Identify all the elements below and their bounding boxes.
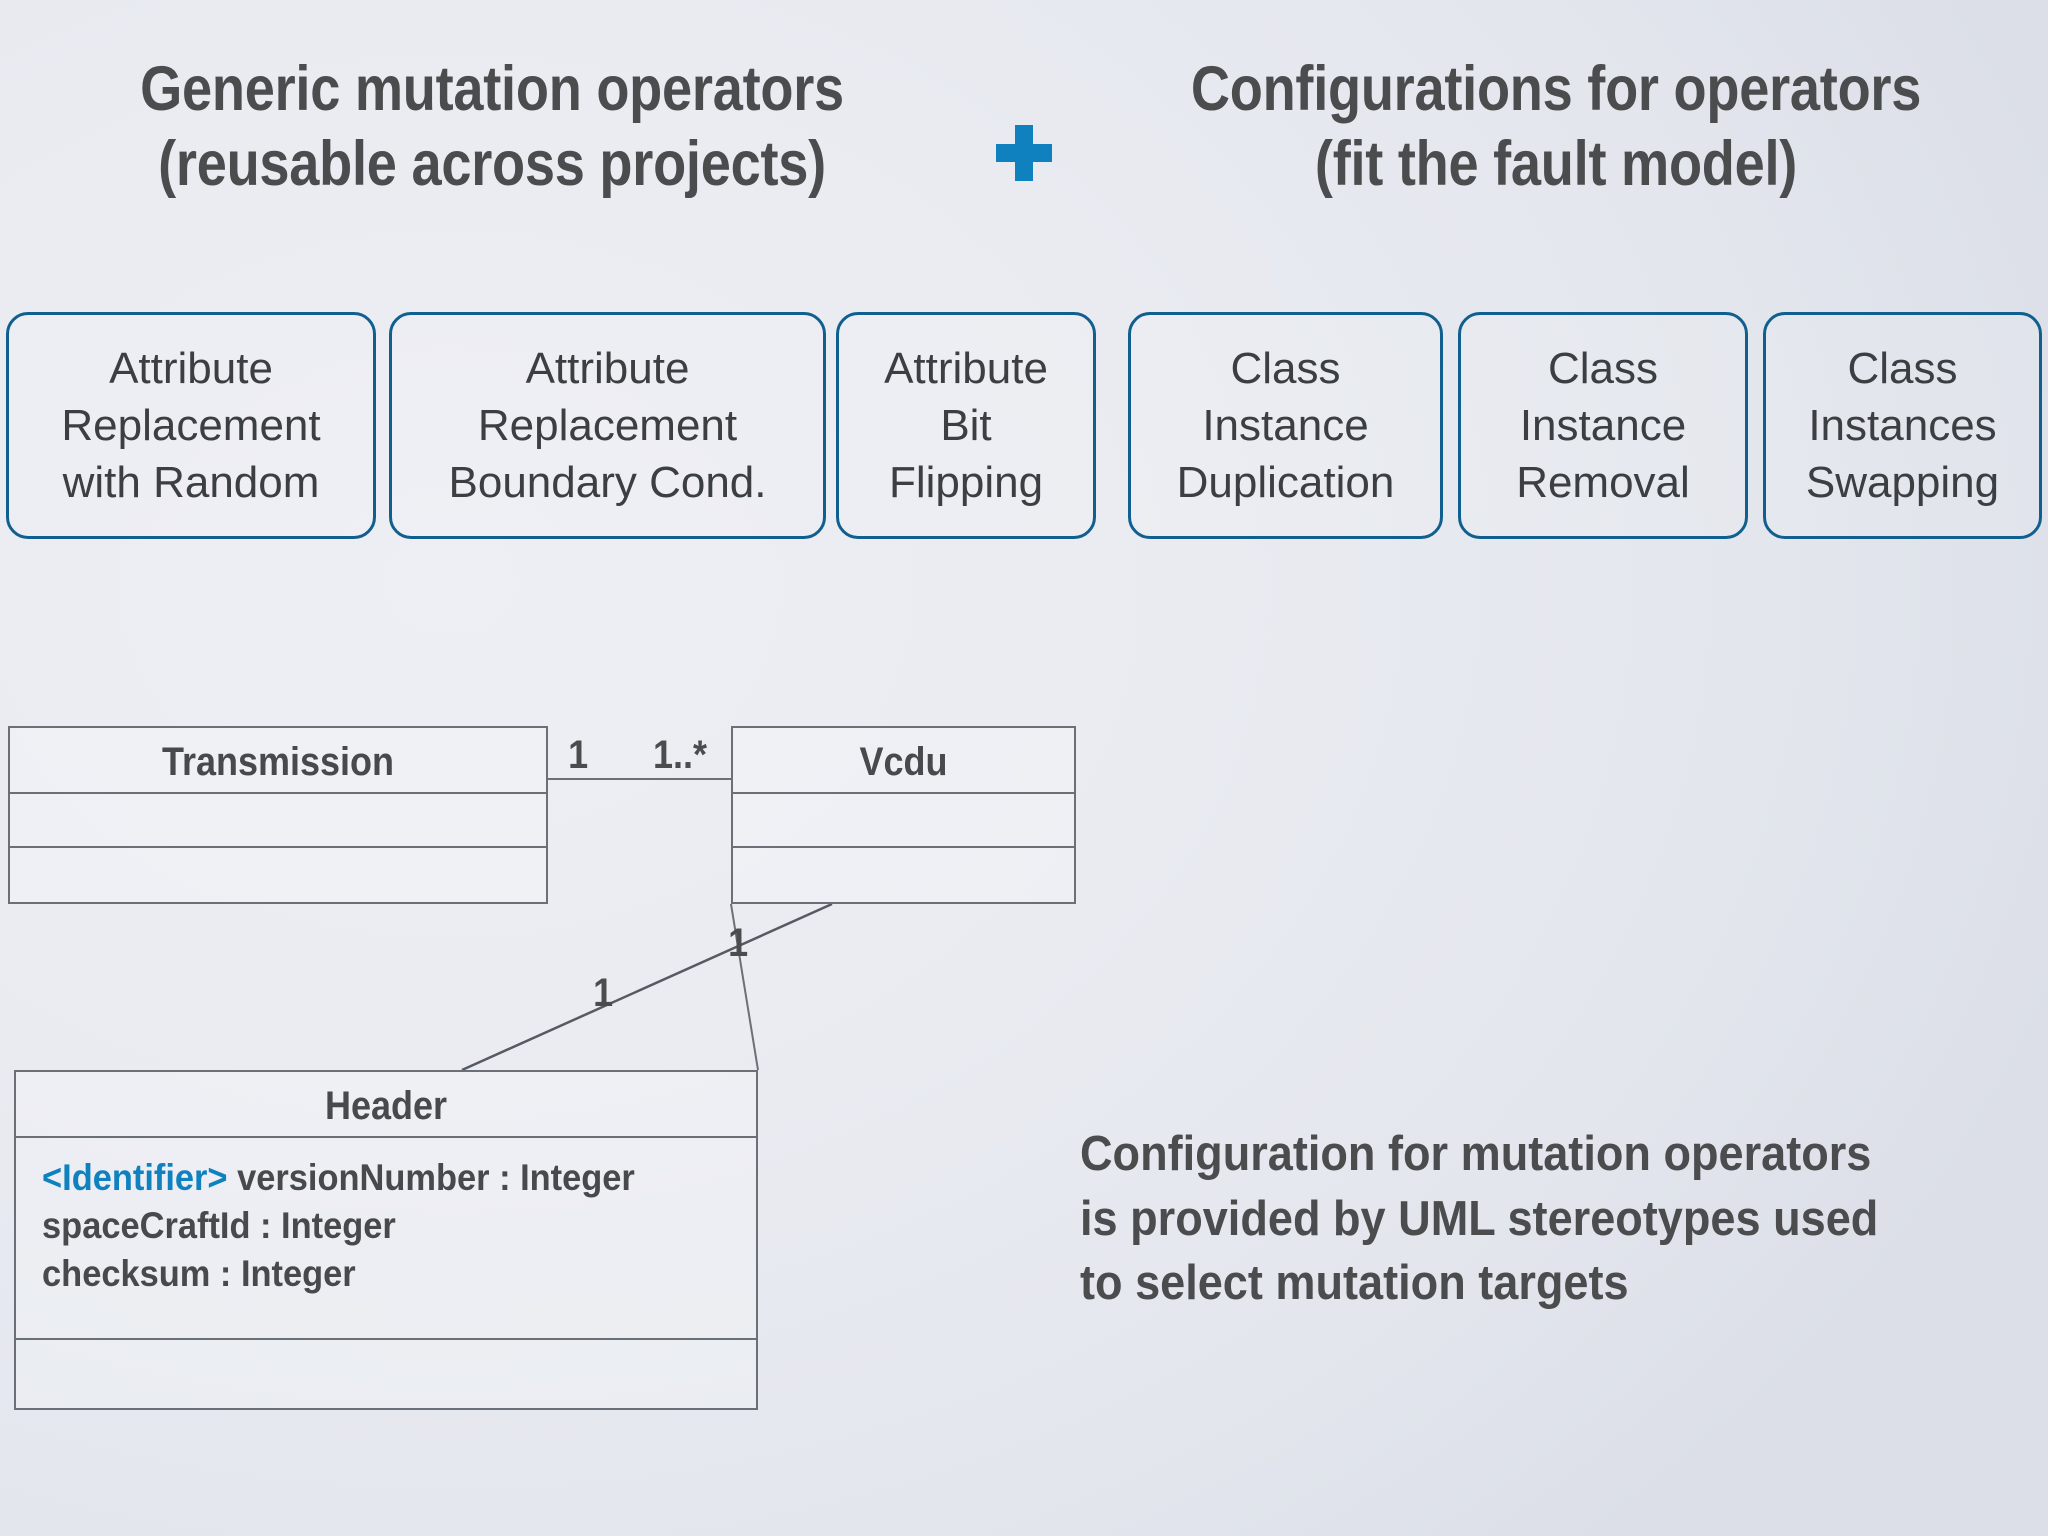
- uml-attribute-checksum: checksum : Integer: [42, 1253, 356, 1295]
- association-vcdu-header: [461, 902, 833, 1072]
- uml-attributes-compartment-header: <Identifier> versionNumber : Integer spa…: [16, 1138, 704, 1338]
- uml-class-transmission[interactable]: Transmission: [8, 726, 548, 904]
- uml-class-vcdu[interactable]: Vcdu: [731, 726, 1076, 904]
- operator-label-line2: Bit: [940, 400, 992, 450]
- operator-label-line1: Class: [1547, 343, 1659, 393]
- title-configurations: Configurations for operators (fit the fa…: [1135, 52, 1978, 201]
- operator-label-line2: Instance: [1519, 400, 1687, 450]
- uml-multiplicity-header-end: 1: [593, 971, 614, 1015]
- uml-class-header[interactable]: Header <Identifier> versionNumber : Inte…: [14, 1070, 758, 1410]
- operator-label-line3: Swapping: [1805, 458, 2000, 508]
- uml-operations-compartment-header: [16, 1340, 756, 1388]
- title-configurations-line2: (fit the fault model): [1314, 128, 1798, 199]
- plus-icon: [996, 124, 1052, 181]
- operator-box-class-instances-swapping[interactable]: Class Instances Swapping: [1763, 312, 2042, 539]
- operator-label-line1: Attribute: [884, 343, 1048, 393]
- operator-box-attribute-replacement-with-random[interactable]: Attribute Replacement with Random: [6, 312, 376, 539]
- caption-line2: is provided by UML stereotypes used: [1080, 1191, 1879, 1246]
- operator-label-line3: Removal: [1516, 458, 1690, 508]
- title-generic-operators: Generic mutation operators (reusable acr…: [71, 52, 914, 201]
- uml-compartment-divider: [16, 1338, 756, 1340]
- uml-stereotype-identifier: <Identifier>: [42, 1157, 228, 1198]
- operator-label-line2: Instances: [1808, 400, 1997, 450]
- uml-compartment-divider: [733, 846, 1074, 848]
- association-vcdu-header-stub: [730, 903, 759, 1071]
- uml-attributes-compartment-vcdu: [733, 794, 1074, 846]
- caption-configuration-note: Configuration for mutation operators is …: [1080, 1122, 1949, 1316]
- title-row: Generic mutation operators (reusable acr…: [0, 44, 2048, 209]
- uml-attribute-version-number: <Identifier> versionNumber : Integer: [42, 1154, 686, 1202]
- uml-attributes-compartment-transmission: [10, 794, 546, 846]
- uml-operations-compartment-transmission: [10, 848, 546, 902]
- title-generic-operators-line1: Generic mutation operators: [140, 54, 844, 125]
- operator-box-attribute-bit-flipping[interactable]: Attribute Bit Flipping: [836, 312, 1096, 539]
- operator-label-line3: with Random: [62, 458, 320, 508]
- uml-compartment-divider: [10, 846, 546, 848]
- operator-label-line2: Replacement: [477, 400, 738, 450]
- uml-operations-compartment-vcdu: [733, 848, 1074, 902]
- caption-line1: Configuration for mutation operators: [1080, 1127, 1872, 1181]
- operator-boxes-row: Attribute Replacement with Random Attrib…: [6, 312, 2042, 544]
- operator-label-line1: Attribute: [109, 343, 273, 393]
- uml-multiplicity-vcdu-to-header-end: 1: [728, 921, 749, 965]
- caption-line3: to select mutation targets: [1080, 1256, 1629, 1311]
- uml-compartment-divider: [733, 792, 1074, 794]
- operator-box-class-instance-duplication[interactable]: Class Instance Duplication: [1128, 312, 1443, 539]
- operator-label-line1: Attribute: [525, 343, 690, 393]
- operator-label-line2: Replacement: [61, 400, 321, 450]
- uml-compartment-divider: [10, 792, 546, 794]
- operator-label-line3: Flipping: [888, 458, 1044, 508]
- uml-attribute-text: versionNumber : Integer: [227, 1157, 635, 1198]
- operator-label-line2: Instance: [1202, 400, 1369, 450]
- uml-class-name-transmission: Transmission: [161, 740, 395, 784]
- title-generic-operators-line2: (reusable across projects): [158, 128, 826, 199]
- operator-label-line1: Class: [1230, 343, 1341, 393]
- uml-attribute-spacecraft-id: spaceCraftId : Integer: [42, 1205, 396, 1247]
- operator-box-attribute-replacement-boundary-cond[interactable]: Attribute Replacement Boundary Cond.: [389, 312, 826, 539]
- uml-class-name-header: Header: [324, 1084, 448, 1128]
- uml-multiplicity-vcdu-end: 1..*: [653, 733, 708, 777]
- operator-label-line3: Duplication: [1176, 458, 1395, 508]
- title-configurations-line1: Configurations for operators: [1190, 54, 1922, 125]
- operator-label-line1: Class: [1847, 343, 1958, 393]
- uml-compartment-divider: [16, 1136, 756, 1138]
- uml-multiplicity-transmission-end: 1: [568, 733, 589, 777]
- operator-box-class-instance-removal[interactable]: Class Instance Removal: [1458, 312, 1748, 539]
- operator-label-line3: Boundary Cond.: [448, 458, 767, 508]
- uml-class-name-vcdu: Vcdu: [859, 740, 948, 784]
